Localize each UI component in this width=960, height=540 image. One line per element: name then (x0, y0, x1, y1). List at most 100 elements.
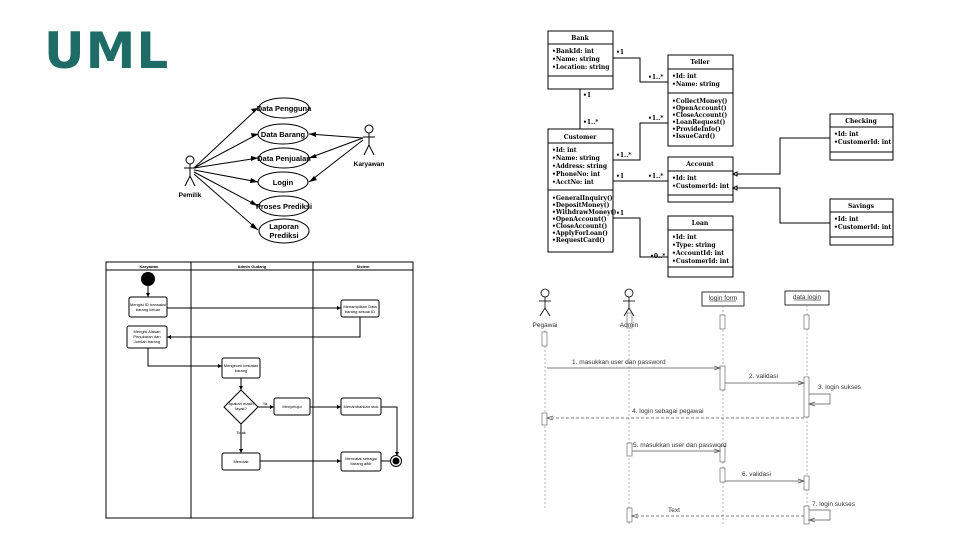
node-tampil-data-line1: Menampilkan Data (343, 304, 377, 309)
multiplicity: •0..* (650, 253, 665, 260)
node-alasan-line2: Penukaran dan (133, 334, 160, 339)
participant-login-form: login form (709, 295, 738, 302)
class-checking-attr: •CustomerId: int (834, 139, 891, 146)
class-checking-name: Checking (845, 118, 877, 125)
usecase-data-penjualan: Data Penjualan (257, 154, 311, 163)
activity-final-node (392, 457, 400, 465)
node-cek-line1: Mengecek kesiatan (224, 363, 258, 368)
class-loan-attr: •Id: int (672, 234, 697, 241)
class-customer-op: •WithdrawMoney() (552, 209, 616, 216)
decision-line1: Apakah masih (228, 401, 253, 406)
message-3: 3. login sukses (818, 384, 862, 391)
multiplicity: •1..* (648, 115, 663, 122)
participant-admin: Admin (620, 322, 639, 329)
class-teller-op: •ProvideInfo() (672, 126, 721, 133)
class-savings-attr: •Id: int (834, 216, 859, 223)
message-6: 6. validasi (742, 471, 771, 478)
multiplicity: •1 (616, 173, 624, 180)
message-2: 2. validasi (749, 373, 778, 380)
page-title: UML (44, 22, 170, 80)
usecase-laporan: Laporan (269, 222, 299, 231)
class-loan-attr: •Type: string (672, 242, 716, 249)
class-bank-attr: •Name: string (552, 56, 601, 63)
node-alasan-line3: Jumlah barang (134, 339, 160, 344)
class-checking-attr: •Id: int (834, 131, 859, 138)
actor-karyawan-figure (363, 124, 375, 156)
usecase-data-barang: Data Barang (261, 130, 306, 139)
class-customer-attr: •Address: string (552, 163, 608, 170)
multiplicity: •1..* (583, 119, 598, 126)
class-teller-attr: •Name: string (672, 81, 721, 88)
class-teller-op: •OpenAccount() (672, 105, 727, 112)
class-savings-attr: •CustomerId: int (834, 224, 891, 231)
node-setuju: Menyetujui (282, 404, 301, 409)
node-tolak: Menolak (233, 459, 248, 464)
actor-pemilik-label: Pemilik (179, 192, 202, 199)
participant-pegawai: Pegawai (533, 322, 558, 329)
class-loan-attr: •CustomerId: int (672, 258, 729, 265)
class-teller-name: Teller (690, 59, 710, 66)
multiplicity: •1..* (648, 173, 663, 180)
node-tambah-stok: Menambahkan stok (344, 404, 379, 409)
multiplicity: •1 (583, 92, 591, 99)
class-customer-op: •CloseAccount() (552, 223, 607, 230)
message-1: 1. masukkan user dan password (572, 359, 666, 366)
multiplicity: •1 (616, 210, 624, 217)
lane-admin-gudang: Admin Gudang (238, 264, 267, 269)
class-account-attr: •CustomerId: int (672, 183, 729, 190)
class-teller-op: •IssueCard() (672, 133, 715, 140)
lane-sistem: Sistem (356, 264, 370, 269)
class-customer-op: •DepositMoney() (552, 202, 610, 209)
node-isi-id-line1: Mengisi ID transaksi (130, 302, 166, 307)
guard-tidak: Tidak (236, 430, 246, 435)
multiplicity: •1..* (648, 74, 663, 81)
node-isi-id-line2: barang keluar (136, 307, 161, 312)
participant-data-login: data login (793, 294, 822, 301)
class-customer-op: •ApplyForLoan() (552, 230, 608, 237)
class-customer-op: •OpenAccount() (552, 216, 607, 223)
usecase-prediksi: Prediksi (269, 231, 298, 240)
node-tampil-data-line2: barang sesuai ID (345, 309, 375, 314)
class-customer-name: Customer (564, 134, 597, 141)
class-customer-attr: •Name: string (552, 155, 601, 162)
class-savings-name: Savings (848, 203, 875, 210)
activity-initial-node (141, 272, 155, 286)
class-teller-op: •CollectMoney() (672, 98, 728, 105)
class-account-name: Account (685, 161, 714, 168)
node-cek-line2: barang (235, 368, 247, 373)
node-afkir-line1: Mencatat sebagai (345, 456, 377, 461)
class-teller-attr: •Id: int (672, 73, 697, 80)
usecase-proses-prediksi: Proses Prediksi (256, 202, 312, 211)
decision-line2: layak? (235, 406, 247, 411)
usecase-data-pengguna: Data Pengguna (257, 104, 312, 113)
node-afkir-line2: barang afkir (350, 461, 372, 466)
message-5: 5. masukkan user dan password (633, 442, 727, 449)
message-7: 7. login sukses (812, 501, 856, 508)
actor-pemilik-figure (184, 155, 196, 187)
class-bank-attr: •BankId: int (552, 48, 594, 55)
lane-karyawan: Karyawan (140, 264, 159, 269)
multiplicity: •1..* (616, 152, 631, 159)
class-customer-op: •RequestCard() (552, 237, 605, 244)
class-teller-op: •LoanRequest() (672, 119, 725, 126)
class-customer-attr: •AcctNo: int (552, 179, 594, 186)
class-loan-name: Loan (692, 220, 709, 227)
class-bank-name: Bank (571, 35, 589, 42)
class-loan-attr: •AccountId: int (672, 250, 724, 257)
multiplicity: •1 (616, 49, 624, 56)
class-account-attr: •Id: int (672, 175, 697, 182)
message-4: 4. login sebagai pegawai (632, 408, 704, 415)
class-customer-attr: •Id: int (552, 147, 577, 154)
message-8: Text (668, 507, 680, 514)
class-customer-attr: •PhoneNo: int (552, 171, 600, 178)
class-teller-op: •CloseAccount() (672, 112, 727, 119)
class-customer-op: •GeneralInquiry() (552, 195, 613, 202)
guard-ya: Ya (263, 401, 268, 406)
actor-karyawan-label: Karyawan (354, 161, 385, 168)
usecase-login: Login (273, 178, 294, 187)
class-bank-attr: •Location: string (552, 64, 610, 71)
